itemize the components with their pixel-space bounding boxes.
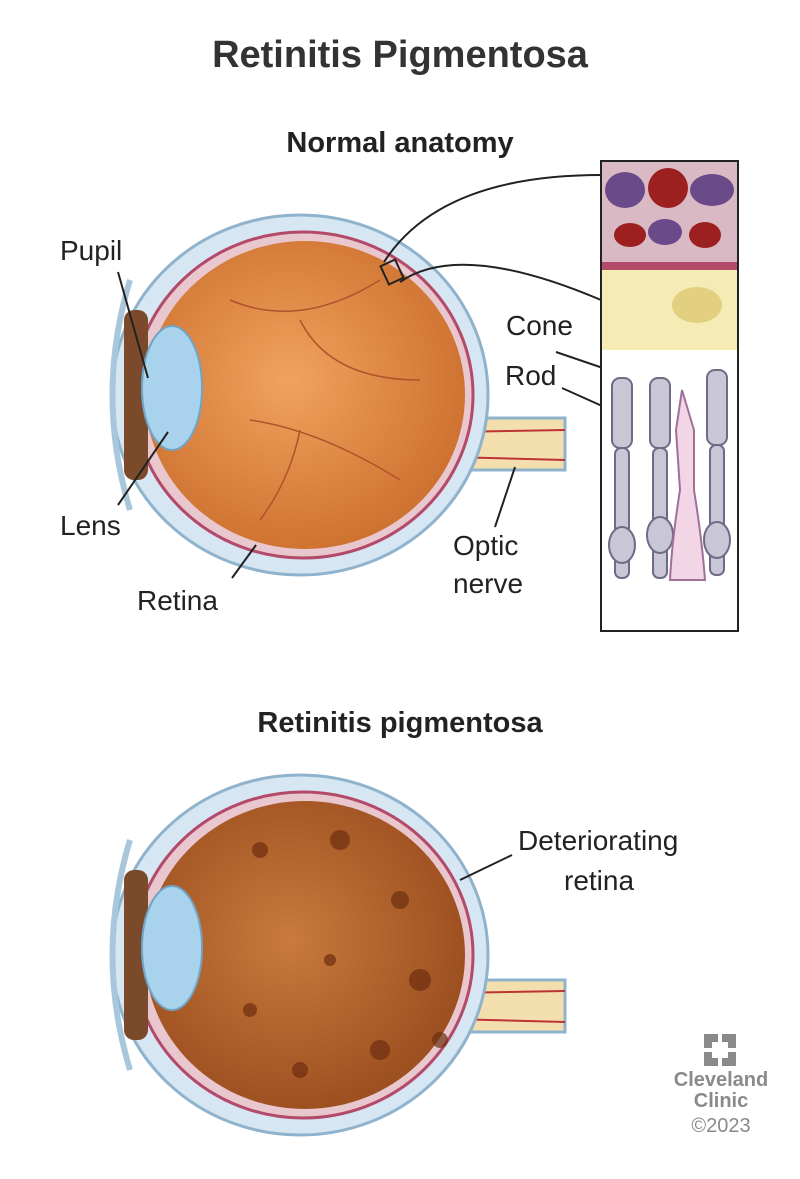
label-retina: Retina [137,585,218,616]
normal-anatomy-heading: Normal anatomy [286,127,514,159]
cleveland-clinic-logo-icon [704,1034,736,1066]
vitreous [145,241,465,549]
lens [141,325,203,451]
normal-eye [109,174,683,579]
cornea [109,279,133,511]
label-pupil: Pupil [60,235,123,266]
rp-eye [109,773,567,1137]
label-rod: Rod [505,360,557,391]
page-title: Retinitis Pigmentosa [212,34,588,76]
logo-name-1: Cleveland [673,1069,769,1091]
copyright: ©2023 [691,1115,751,1137]
cone-cell [668,389,707,581]
logo-text: Cleveland Clinic ©2023 [666,1070,776,1137]
label-deteriorating-1: Deteriorating [518,825,679,856]
label-optic-nerve-2: nerve [453,568,524,599]
deteriorating-retina-area [145,801,465,1109]
rods [608,369,731,579]
iris [124,310,148,480]
label-optic-nerve-1: Optic [453,530,519,561]
label-lens: Lens [60,510,121,541]
logo-name-2: Clinic [693,1090,749,1112]
label-cone: Cone [506,310,573,341]
retina-cell-inset [600,160,739,632]
label-deteriorating-2: retina [564,865,635,896]
retinitis-pigmentosa-heading: Retinitis pigmentosa [257,707,543,739]
epithelium-cells [605,168,734,248]
